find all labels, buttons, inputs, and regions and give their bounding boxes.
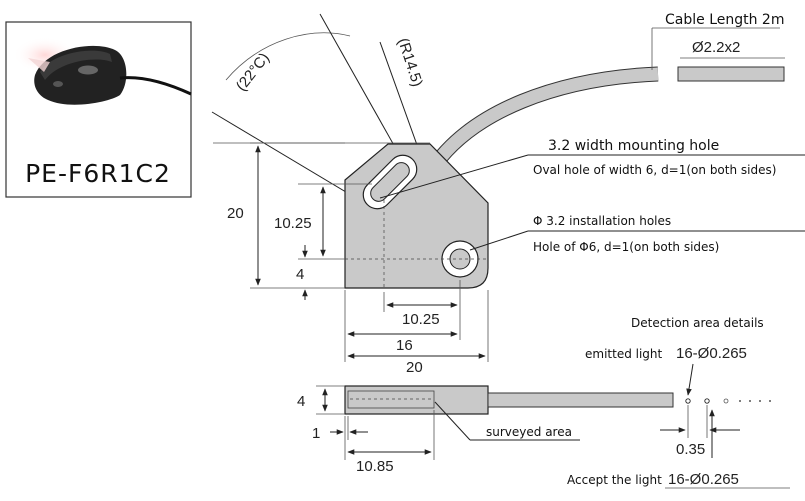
radius-label: (R14.5) (394, 36, 426, 89)
dim-width-20: 20 (406, 359, 423, 376)
sensor-photo (13, 37, 192, 105)
cable-length-label: Cable Length 2m (665, 12, 784, 28)
pitch-value: 0.35 (676, 441, 705, 458)
sensor-side-view (344, 385, 674, 415)
emitted-light-spec: 16-Ø0.265 (676, 345, 747, 362)
cable-diameter-label: Ø2.2x2 (692, 39, 740, 56)
angle-label: (22°C) (233, 50, 273, 95)
surveyed-area-label: surveyed area (486, 425, 572, 439)
install-hole-callout (469, 230, 805, 251)
side-view-dimensions (316, 385, 435, 460)
dim-height-hole: 10.25 (274, 215, 312, 232)
mounting-hole-detail: Oval hole of width 6, d=1(on both sides) (533, 163, 776, 177)
sensor-top-view (344, 143, 489, 290)
emitted-light-label: emitted light (585, 347, 663, 361)
model-number: PE-F6R1C2 (25, 159, 171, 188)
dim-thickness: 4 (297, 393, 305, 410)
dim-width-16: 16 (396, 337, 413, 354)
pitch-dimension (660, 405, 740, 458)
mounting-hole-title: 3.2 width mounting hole (548, 138, 719, 154)
dim-height-total: 20 (227, 205, 244, 222)
accept-light-spec: 16-Ø0.265 (668, 471, 739, 488)
surveyed-callout (434, 401, 580, 441)
dim-height-offset: 4 (296, 266, 304, 283)
dim-width-hole: 10.25 (402, 311, 440, 328)
top-view-vertical-dimensions (250, 142, 372, 300)
accept-light-label: Accept the light (567, 473, 662, 487)
mounting-hole-callout (379, 154, 805, 199)
install-hole-title: Φ 3.2 installation holes (533, 214, 671, 228)
detection-dots (685, 398, 771, 404)
product-photo-panel: PE-F6R1C2 (5, 21, 192, 198)
detection-title: Detection area details (631, 316, 764, 330)
dim-offset: 1 (312, 425, 320, 442)
dim-length: 10.85 (356, 458, 394, 475)
install-hole-detail: Hole of Φ6, d=1(on both sides) (533, 240, 719, 254)
cable (423, 66, 785, 177)
top-view-horizontal-dimensions (344, 280, 489, 362)
